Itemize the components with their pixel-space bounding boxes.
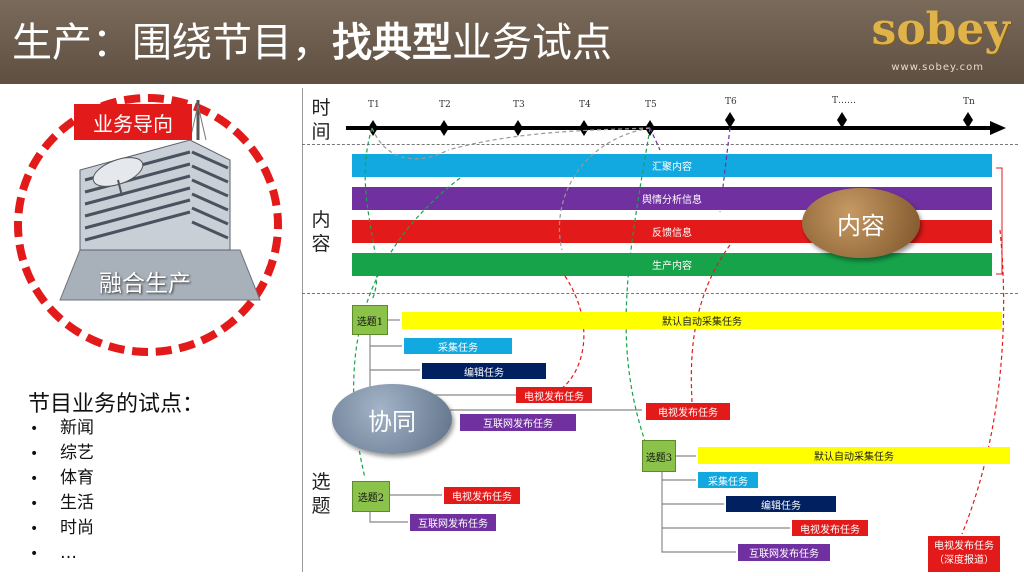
title-part2: 找典型 xyxy=(332,20,452,66)
building-label: 融合生产 xyxy=(99,271,191,297)
task-tv-publish: 电视发布任务 xyxy=(792,520,868,536)
title-part3: 业务试点 xyxy=(452,20,612,66)
list-item: 新闻 xyxy=(30,416,94,441)
list-item: 综艺 xyxy=(30,441,94,466)
content-oval: 内容 xyxy=(802,188,920,258)
content-label: 内容 xyxy=(311,209,331,255)
title-part1: 生产：围绕节目， xyxy=(12,20,332,66)
list-item: 生活 xyxy=(30,491,94,516)
list-item: 体育 xyxy=(30,466,94,491)
task-web-publish: 互联网发布任务 xyxy=(738,544,830,561)
task-auto-collect: 默认自动采集任务 xyxy=(698,447,1010,464)
content-bar-produced: 生产内容 xyxy=(352,253,992,276)
building-illustration xyxy=(59,100,261,301)
list-item: 时尚 xyxy=(30,516,94,541)
topic-2-box: 选题2 xyxy=(352,481,390,512)
list-item: … xyxy=(30,541,94,566)
tick-label: T…… xyxy=(832,96,857,106)
task-tv-publish: 电视发布任务 xyxy=(444,487,520,504)
business-label: 业务导向 xyxy=(74,104,192,140)
task-collect: 采集任务 xyxy=(698,472,758,488)
task-tv-publish: 电视发布任务 xyxy=(646,403,730,420)
task-tv-publish: 电视发布任务 xyxy=(516,387,592,403)
tick-label: T4 xyxy=(579,100,591,110)
task-collect: 采集任务 xyxy=(404,338,512,354)
task-tv-publish-deep-report: 电视发布任务 （深度报道） xyxy=(928,536,1000,572)
timeline-label: 时间 xyxy=(311,97,331,143)
section-divider xyxy=(302,293,1018,294)
tick-label: Tn xyxy=(963,97,975,107)
vertical-divider xyxy=(302,88,303,572)
topic-label: 选题 xyxy=(311,471,331,517)
tick-label: T6 xyxy=(725,97,737,107)
sobey-logo: sobey xyxy=(871,4,1010,55)
timeline-axis xyxy=(346,112,1006,136)
logo-url: www.sobey.com xyxy=(891,62,984,73)
task-auto-collect: 默认自动采集任务 xyxy=(402,312,1002,329)
business-circle xyxy=(14,94,282,356)
tick-label: T5 xyxy=(645,100,657,110)
page-title: 生产：围绕节目，找典型业务试点 xyxy=(12,10,612,68)
tick-label: T2 xyxy=(439,100,451,110)
header-bar: 生产：围绕节目，找典型业务试点 sobey www.sobey.com xyxy=(0,0,1024,84)
section-divider xyxy=(302,144,1018,145)
collab-oval: 协同 xyxy=(332,384,452,454)
task-web-publish: 互联网发布任务 xyxy=(410,514,496,531)
content-bracket xyxy=(996,167,1003,275)
tick-label: T3 xyxy=(513,100,525,110)
task-edit: 编辑任务 xyxy=(422,363,546,379)
pilot-list: 新闻 综艺 体育 生活 时尚 … xyxy=(30,416,94,566)
pilot-heading: 节目业务的试点： xyxy=(28,392,205,417)
tick-label: T1 xyxy=(368,100,380,110)
topic-3-box: 选题3 xyxy=(642,440,676,472)
task-web-publish: 互联网发布任务 xyxy=(460,414,576,431)
task-edit: 编辑任务 xyxy=(726,496,836,512)
topic-1-box: 选题1 xyxy=(352,305,388,335)
content-bar-aggregated: 汇聚内容 xyxy=(352,154,992,177)
